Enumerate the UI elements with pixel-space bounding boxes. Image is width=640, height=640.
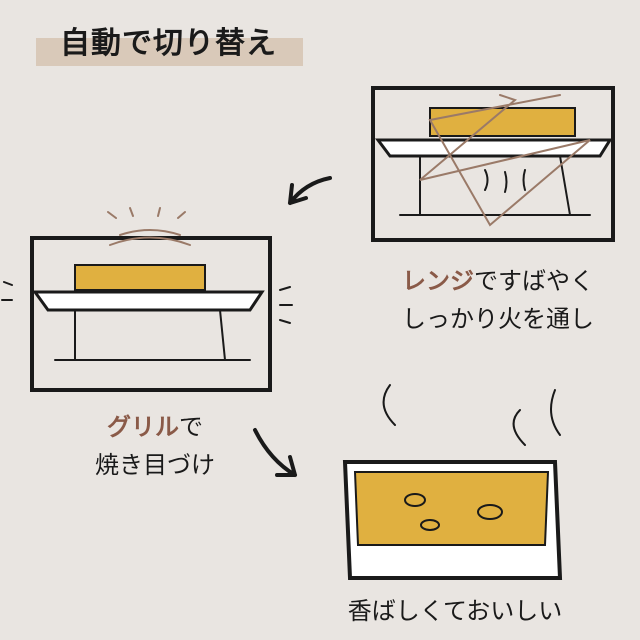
step-grill-caption: グリルで 焼き目づけ <box>60 408 250 484</box>
caption-text: 焼き目づけ <box>95 451 215 479</box>
grill-oven-illustration <box>1 207 293 392</box>
title-background-bar <box>36 38 303 66</box>
highlight-text: レンジ <box>402 267 474 295</box>
step-range-caption: レンジですばやく しっかり火を通し <box>388 262 608 338</box>
caption-text: で <box>179 413 203 441</box>
result-caption: 香ばしくておいしい <box>347 597 563 625</box>
caption-text: ですばやく <box>474 267 594 295</box>
gratin-dish-illustration <box>342 384 563 580</box>
highlight-text: グリル <box>107 413 179 441</box>
microwave-oven-illustration <box>371 86 615 242</box>
page-title: 自動で切り替え <box>60 26 277 61</box>
arrow-icon <box>288 176 332 205</box>
caption-text: しっかり火を通し <box>402 305 594 333</box>
arrow-icon <box>253 428 297 477</box>
